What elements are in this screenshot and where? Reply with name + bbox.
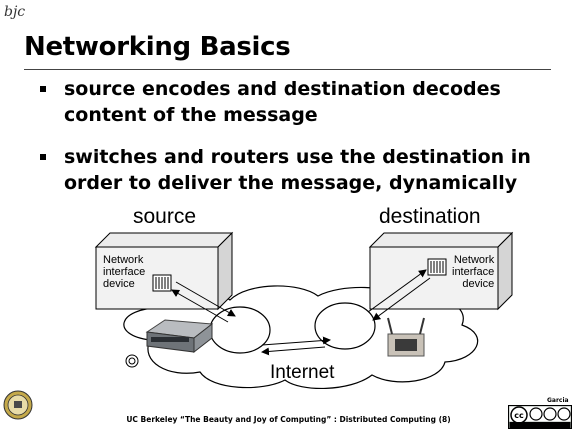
destination-device-label: Network interface device [452,254,494,290]
device-label-line: interface [452,266,495,278]
network-switch-image [145,319,214,354]
destination-computer-box [368,231,514,311]
router-node [209,306,271,354]
bjc-logo: bjc [4,4,26,20]
cable-icon [125,354,139,368]
bullet-marker [40,154,46,160]
nic-icon [427,258,447,276]
university-seal-icon [3,390,33,420]
device-label-line: interface [103,266,146,278]
message-arrow [171,281,236,323]
nic-icon [152,274,172,292]
slide-title: Networking Basics [24,32,291,62]
device-label-line: Network [453,254,495,266]
message-arrow [367,269,431,321]
message-arrow [261,336,331,356]
creative-commons-badge-icon: cc [508,405,572,429]
bullet-text: switches and routers use the destination… [64,146,531,194]
internet-label: Internet [270,362,335,383]
device-label-line: Network [103,254,144,266]
title-underline [24,69,551,70]
source-device-label: Network interface device [103,254,145,290]
author-name: Garcia [547,397,569,404]
wireless-router-image [387,317,425,357]
bullet-marker [40,86,46,92]
router-node [314,302,376,350]
device-label-line: device [103,278,135,290]
bullet-text: source encodes and destination decodes c… [64,78,501,126]
source-label: source [133,205,197,228]
svg-text:cc: cc [514,411,524,420]
device-label-line: device [462,278,495,290]
destination-label: destination [379,205,481,228]
slide-footer: UC Berkeley “The Beauty and Joy of Compu… [126,415,451,424]
